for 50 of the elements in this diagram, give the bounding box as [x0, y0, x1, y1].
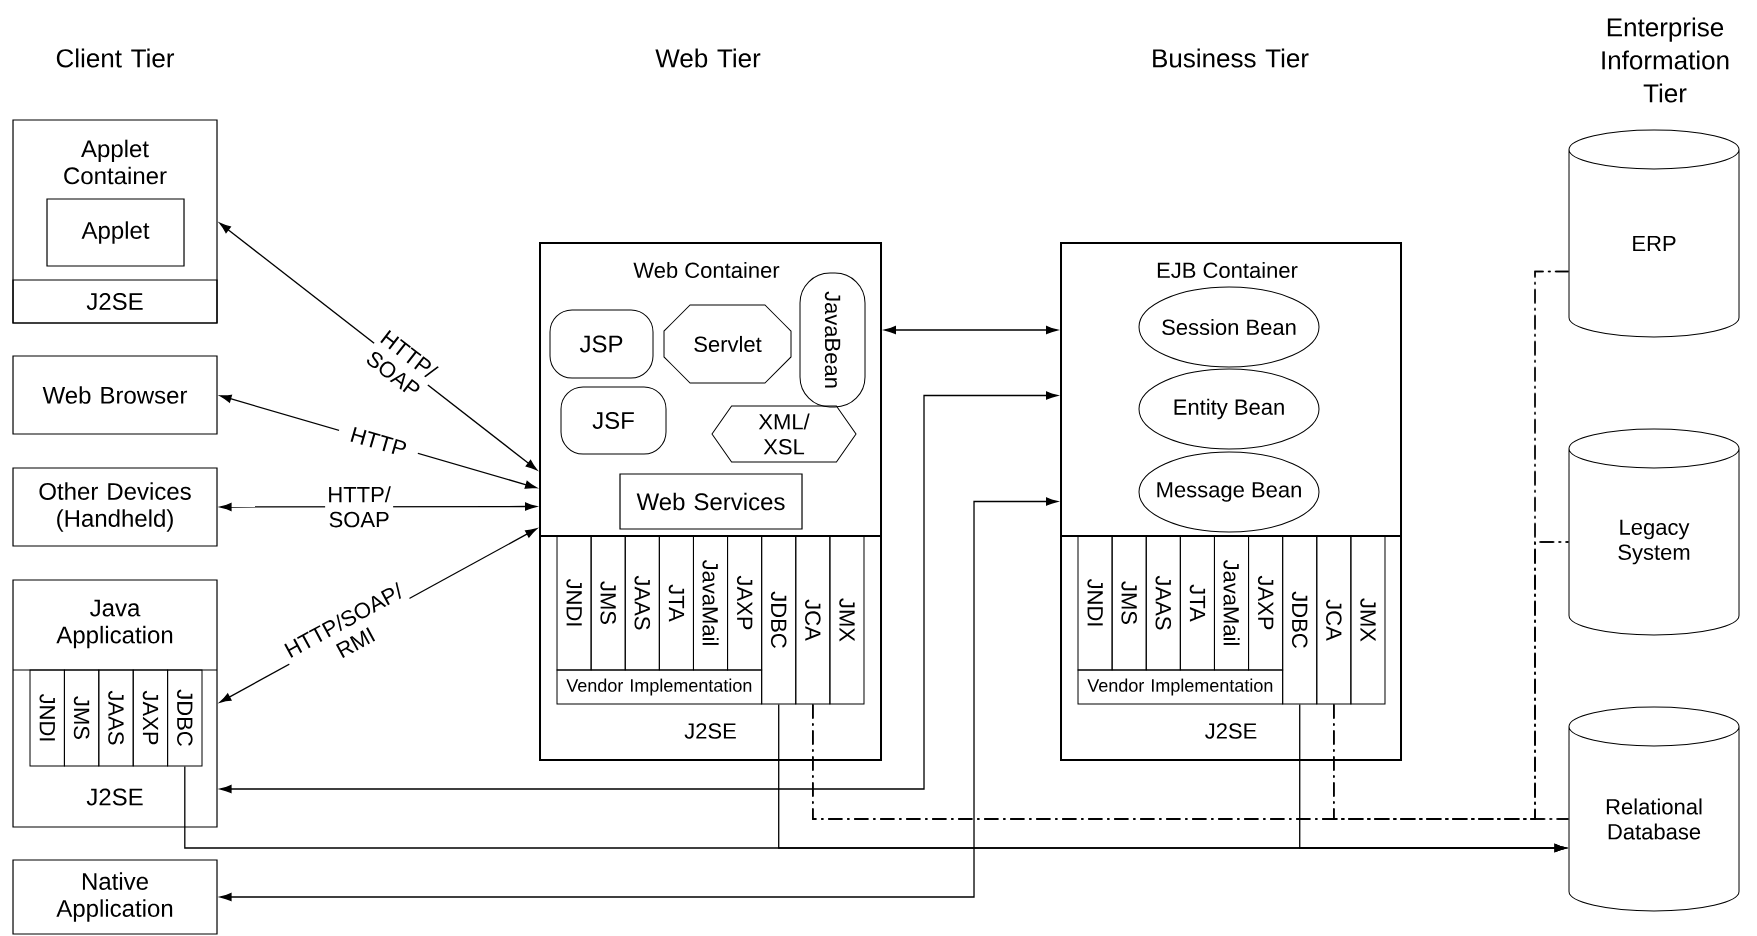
api-cell: JMS: [590, 535, 626, 671]
api-cell: JDBC: [761, 535, 797, 705]
tier-heading: Client Tier: [56, 48, 175, 68]
api-cell: JAXP: [1248, 535, 1284, 671]
api-cell: JAAS: [98, 669, 134, 767]
api-cell: JAAS: [624, 535, 660, 671]
api-cell: JMS: [1111, 535, 1147, 671]
api-cell: JAXP: [132, 669, 169, 767]
vendor-band: Vendor Implementation: [1077, 669, 1284, 705]
component-box: Web Browser: [12, 355, 218, 435]
component-box: Other Devices (Handheld): [12, 467, 218, 547]
api-cell: JCA: [1316, 535, 1352, 705]
hexagon-box: XML/ XSL: [711, 405, 857, 463]
tier-heading: Web Tier: [655, 48, 761, 68]
edge-label: HTTP: [336, 422, 421, 462]
octagon-box: Servlet: [663, 304, 792, 384]
api-cell: JTA: [658, 535, 694, 671]
api-cell: JNDI: [556, 535, 592, 671]
arrow: [1299, 703, 1567, 853]
api-cell: JMX: [1350, 535, 1386, 705]
component-box: Web Services: [619, 473, 803, 530]
rounded-box: JSP: [549, 309, 654, 379]
api-cell: JTA: [1179, 535, 1215, 671]
api-cell: JAXP: [727, 535, 763, 671]
arrow: [220, 497, 1058, 902]
api-cell: JDBC: [1282, 535, 1318, 705]
tier-heading: Business Tier: [1153, 48, 1309, 68]
component-box: Native Application: [12, 859, 218, 935]
api-cell: JCA: [795, 535, 831, 705]
vendor-band: Vendor Implementation: [556, 669, 763, 705]
api-cell: JDBC: [167, 669, 203, 767]
database-cylinder: Relational Database: [1568, 706, 1740, 912]
component-box: J2SE: [12, 279, 218, 324]
component-box: Applet: [46, 198, 185, 267]
arrow: [220, 391, 1058, 794]
tier-heading: Enterprise Information Tier: [1602, 17, 1729, 103]
rounded-box: JSF: [560, 386, 667, 455]
api-cell: JavaMail: [1213, 535, 1250, 671]
api-cell: JMS: [63, 669, 100, 767]
database-cylinder: ERP: [1568, 129, 1740, 338]
api-cell: JAAS: [1145, 535, 1181, 671]
edge-label: HTTP/ SOAP: [325, 485, 394, 529]
api-cell: JMX: [829, 535, 865, 705]
rounded-box: JavaBean: [799, 272, 866, 408]
arrow: [884, 325, 1058, 335]
connector-line: [1333, 703, 1570, 820]
api-cell: JavaMail: [692, 535, 729, 671]
database-cylinder: Legacy System: [1568, 428, 1740, 636]
api-cell: JNDI: [29, 669, 65, 767]
api-cell: JNDI: [1077, 535, 1113, 671]
